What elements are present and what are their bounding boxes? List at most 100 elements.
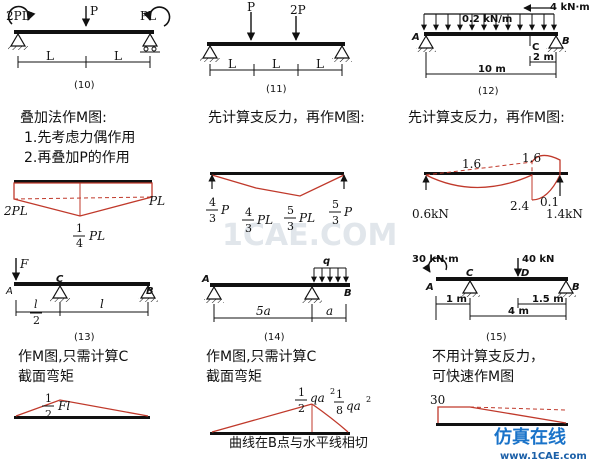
- panel-14: q A B 5a a (14) 作M图,只需计算C 截面弯矩 1 2 qa 2 …: [201, 256, 371, 451]
- r-right-12: 1.4kN: [546, 207, 583, 221]
- moment-curve-13: [15, 399, 149, 417]
- support-left-11: [200, 44, 220, 62]
- m-unit-13: Fl: [57, 399, 70, 413]
- beam-10: [14, 30, 154, 34]
- r-left-num-11: 4: [209, 196, 216, 209]
- dim2-13: l: [100, 297, 104, 311]
- moment-line-14: [211, 403, 313, 433]
- caption-14: 曲线在B点与水平线相切: [229, 436, 368, 451]
- dim3-15: 1.5 m: [532, 294, 564, 305]
- dim2-15: 4 m: [508, 306, 529, 317]
- dim2-14: a: [326, 304, 333, 318]
- load-pl: PL: [140, 9, 156, 23]
- support-right-10: [140, 32, 160, 53]
- m1-unit-14: qa: [310, 391, 325, 405]
- baseline-15: [436, 423, 568, 426]
- site-logo: 仿真在线 www.1CAE.com: [494, 426, 587, 462]
- dim-right-12: 2 m: [533, 52, 554, 63]
- pt-d-15: D: [521, 268, 529, 279]
- pt-b-12: B: [562, 36, 570, 47]
- baseline-12: [424, 172, 568, 175]
- panel-11: P 2P L L L (11) 先计算支反力，再作M图: 4 3 P 4 3 P…: [200, 0, 365, 235]
- load-p: P: [90, 4, 98, 18]
- moment-curve-15: [437, 406, 567, 424]
- m1-unit-11: PL: [256, 213, 273, 227]
- pt-b-14: B: [344, 288, 352, 299]
- span-1-11: L: [228, 57, 236, 71]
- m-left-10: 2PL: [3, 204, 28, 218]
- load-2pl: 2PL: [6, 9, 30, 23]
- load-arrows-12: [421, 14, 557, 31]
- note-11: 先计算支反力，再作M图:: [208, 110, 365, 126]
- m1-exp-14: 2: [330, 387, 335, 396]
- val-16b-12: 1.6: [522, 151, 541, 165]
- support-mid-15: [460, 279, 480, 297]
- m-den-13: 2: [45, 408, 52, 421]
- note-1-15: 不用计算支反力，: [432, 349, 544, 365]
- m2-unit-14: qa: [346, 399, 361, 413]
- fig-label-12: (12): [478, 86, 499, 97]
- note-title-10: 叠加法作M图:: [20, 110, 107, 126]
- logo-cn-text: 仿真在线: [494, 426, 566, 448]
- force-f-13: F: [19, 257, 29, 271]
- r-left-unit-11: P: [220, 203, 230, 217]
- pt-c-15: C: [466, 268, 474, 279]
- logo-url-text: www.1CAE.com: [500, 451, 587, 462]
- moment-curve-11: [211, 174, 345, 197]
- dim-total-12: 10 m: [478, 64, 506, 75]
- load-q-12: 0.2 kN/m: [462, 14, 512, 25]
- fig-label-14: (14): [264, 332, 285, 343]
- m-mid-den-10: 4: [76, 237, 83, 250]
- m2-num-11: 5: [287, 204, 294, 217]
- moment-dash-10: [13, 196, 153, 200]
- support-right-14: [302, 285, 322, 303]
- load-2p-11: 2P: [290, 3, 306, 17]
- moment-curve-10: [13, 182, 153, 217]
- pt-b-15: B: [572, 282, 580, 293]
- pt-b-13: B: [146, 286, 154, 297]
- span-2-11: L: [272, 57, 280, 71]
- fig-label-13: (13): [74, 332, 95, 343]
- couple-left-icon: [7, 5, 36, 25]
- load-p-11: P: [247, 0, 255, 14]
- pt-c-12: C: [532, 42, 539, 53]
- m2-num-14: 1: [336, 388, 343, 401]
- baseline-14: [210, 432, 350, 435]
- m-num-13: 1: [45, 392, 52, 405]
- panel-12: 0.2 kN/m 4 kN·m C A B 2 m 10 m (12) 先计算支…: [408, 2, 590, 221]
- m-mid-unit-10: PL: [88, 229, 105, 243]
- support-left-12: [416, 34, 436, 52]
- support-right-13: [138, 284, 158, 302]
- moment-dash-15: [469, 406, 567, 411]
- moment-curve-a-12: [425, 174, 533, 189]
- r-right-den-11: 3: [332, 214, 339, 227]
- note-2-10: 2.再叠加P的作用: [24, 150, 130, 166]
- dim1-num-13: l: [34, 298, 38, 311]
- panel-15: 30 kN·m 40 kN A C D B 1 m 1.5 m 4 m (15)…: [412, 254, 580, 426]
- pt-a-13: A: [5, 286, 13, 297]
- note-2-14: 截面弯矩: [206, 368, 262, 385]
- m1-den-14: 2: [298, 402, 305, 415]
- panel-10: 2PL PL P L L (10) 叠加法作M图: 1.先考虑力偶作用 2.再叠…: [3, 4, 171, 250]
- force-15: 40 kN: [522, 254, 554, 265]
- fig-label-15: (15): [486, 332, 507, 343]
- pt-c-13: C: [56, 274, 64, 285]
- val-16a-12: 1.6: [462, 157, 481, 171]
- panel-13: F A C B l 2 l (13) 作M图,只需计算C 截面弯矩 1 2 Fl: [5, 257, 158, 421]
- pt-a-15: A: [425, 282, 434, 293]
- m2-exp-14: 2: [366, 395, 371, 404]
- val-01-12: 0.1: [540, 195, 559, 209]
- moment-curve-14: [311, 403, 349, 433]
- beam-14: [210, 283, 350, 287]
- support-right-15: [556, 279, 576, 297]
- m2-den-14: 8: [336, 404, 343, 417]
- m1-num-11: 4: [245, 206, 252, 219]
- note-1-13: 作M图,只需计算C: [18, 349, 129, 365]
- note-2-15: 可快速作M图: [432, 369, 514, 385]
- r-right-num-11: 5: [332, 198, 339, 211]
- m2-den-11: 3: [287, 220, 294, 233]
- support-right-11: [332, 44, 352, 62]
- dim1-den-13: 2: [33, 314, 40, 327]
- couple-15: 30 kN·m: [412, 254, 459, 265]
